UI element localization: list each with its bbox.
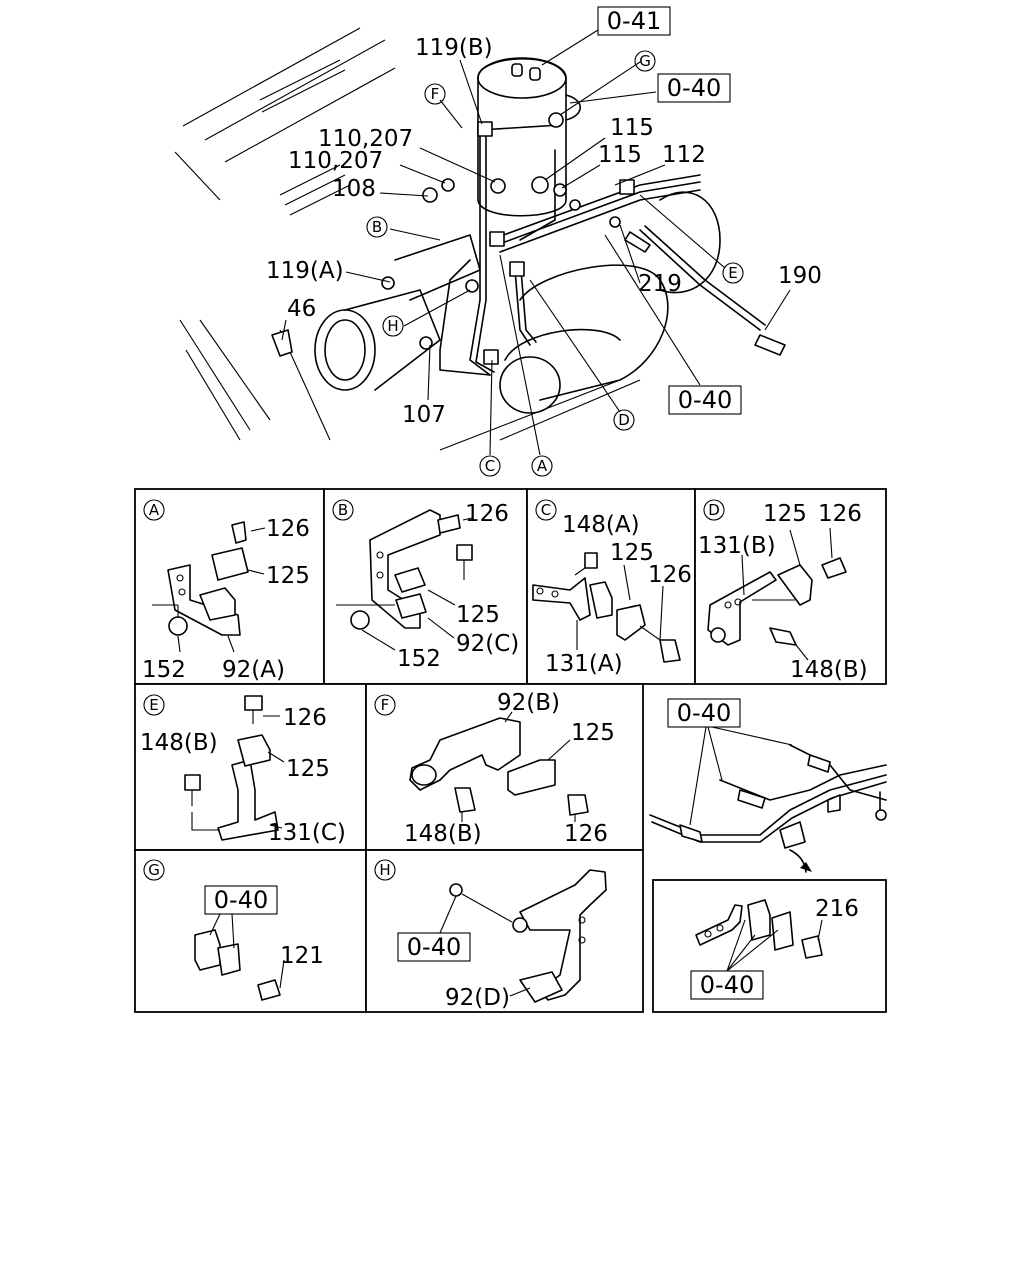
callout-d-top: D — [618, 411, 630, 429]
label-119a: 119(A) — [266, 258, 344, 284]
panel-d-label-131b: 131(B) — [698, 533, 776, 559]
callout-h-top: H — [387, 317, 398, 335]
panel-g-ref-box — [204, 885, 278, 915]
label-115-a: 115 — [610, 115, 654, 141]
panel-i-content: 0-40 216 — [690, 896, 859, 1000]
label-107: 107 — [402, 402, 446, 428]
panel-h-ref-label: 0-40 — [407, 933, 461, 961]
panel-c-label-148a: 148(A) — [562, 512, 640, 538]
panel-a-letter: A — [149, 501, 160, 519]
panel-d-label-148b: 148(B) — [790, 657, 868, 683]
panel-a-label-126: 126 — [266, 516, 310, 542]
label-110-207-a: 110,207 — [318, 126, 413, 152]
ref-box-041 — [597, 6, 671, 36]
ref-041-label: 0-41 — [607, 7, 661, 35]
label-112: 112 — [662, 142, 706, 168]
label-219: 219 — [638, 271, 682, 297]
panel-b-label-152: 152 — [397, 646, 441, 672]
panel-e-label-126: 126 — [283, 705, 327, 731]
panel-a-label-152: 152 — [142, 657, 186, 683]
panel-h-letter: H — [379, 861, 390, 879]
ref-box-040-top — [657, 73, 731, 103]
panel-b-content: B 126 125 152 92(C) — [332, 499, 519, 672]
callout-c-top: C — [485, 457, 495, 475]
panel-pipe-detail: 0-40 — [649, 698, 887, 873]
callout-b-top: B — [372, 218, 382, 236]
panel-a-content: A 126 125 152 92(A) — [142, 499, 310, 683]
panel-d-content: D 125 126 131(B) 148(B) — [698, 499, 868, 683]
label-115-b: 115 — [598, 142, 642, 168]
panel-f-label-126: 126 — [564, 821, 608, 847]
detail-panel-a — [134, 488, 325, 685]
panel-a-label-92a: 92(A) — [222, 657, 285, 683]
detail-panel-f — [365, 683, 644, 851]
panel-d-letter: D — [708, 501, 720, 519]
ref-040-mid-label: 0-40 — [678, 386, 732, 414]
pipe-ref-label: 0-40 — [677, 699, 731, 727]
panel-a-label-125: 125 — [266, 563, 310, 589]
engine-illustration — [174, 27, 791, 456]
ref-040-top-label: 0-40 — [667, 74, 721, 102]
panel-i-label-216: 216 — [815, 896, 859, 922]
panel-e-letter: E — [149, 696, 158, 714]
callout-e-top: E — [728, 264, 737, 282]
panel-g-label-121: 121 — [280, 943, 324, 969]
label-108: 108 — [332, 176, 376, 202]
label-190: 190 — [778, 263, 822, 289]
main-circled-letters: F G B E H D C A — [366, 50, 744, 477]
panel-b-label-126: 126 — [465, 501, 509, 527]
ref-box-040-mid — [668, 385, 742, 415]
panel-d-label-126: 126 — [818, 501, 862, 527]
panel-f-label-92b: 92(B) — [497, 690, 560, 716]
panel-i-ref-label: 0-40 — [700, 971, 754, 999]
panel-e-label-131c: 131(C) — [268, 820, 346, 846]
panel-g-content: G 0-40 121 — [143, 859, 324, 1001]
panel-c-content: C 148(A) 125 126 131(A) — [532, 499, 692, 677]
panel-b-letter: B — [338, 501, 348, 519]
pipe-ref-box — [667, 698, 741, 728]
panel-f-label-125: 125 — [571, 720, 615, 746]
panel-b-label-92c: 92(C) — [456, 631, 519, 657]
panel-g-ref-label: 0-40 — [214, 886, 268, 914]
detail-panel-i — [652, 879, 887, 1013]
label-46: 46 — [287, 296, 316, 322]
label-119b: 119(B) — [415, 35, 493, 61]
panel-b-label-125: 125 — [456, 602, 500, 628]
main-part-labels: 119(B) 110,207 110,207 108 115 115 112 1… — [266, 35, 822, 428]
panel-c-letter: C — [541, 501, 551, 519]
panel-e-label-125: 125 — [286, 756, 330, 782]
panel-e-label-148b: 148(B) — [140, 730, 218, 756]
panel-h-content: H 0-40 92(D) — [374, 859, 607, 1011]
panel-f-content: F 92(B) 125 148(B) 126 — [374, 690, 615, 847]
panel-d-label-125: 125 — [763, 501, 807, 527]
panel-g-letter: G — [148, 861, 160, 879]
panel-e-content: E 126 148(B) 125 131(C) — [140, 694, 346, 846]
panel-h-label-92d: 92(D) — [445, 985, 510, 1011]
panel-c-label-131a: 131(A) — [545, 651, 623, 677]
callout-a-top: A — [537, 457, 548, 475]
callout-f-top: F — [431, 85, 440, 103]
detail-panel-g — [134, 849, 367, 1013]
label-110-207-b: 110,207 — [288, 148, 383, 174]
panel-c-label-125: 125 — [610, 540, 654, 566]
panel-h-ref-box — [397, 932, 471, 962]
panel-f-letter: F — [381, 696, 390, 714]
panel-f-label-148b: 148(B) — [404, 821, 482, 847]
callout-g-top: G — [639, 52, 651, 70]
panel-c-label-126: 126 — [648, 562, 692, 588]
